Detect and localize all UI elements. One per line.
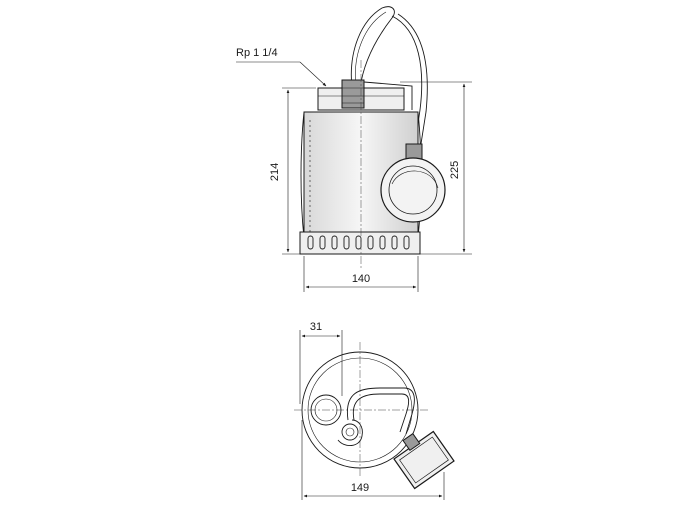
dim-225-label: 225 <box>449 161 461 179</box>
strainer-base <box>299 231 421 255</box>
thread-label: Rp 1 1/4 <box>236 47 278 59</box>
dim-214-label: 214 <box>269 163 281 181</box>
dim-149-label: 149 <box>351 482 369 494</box>
float-switch <box>380 157 446 223</box>
side-view: Rp 1 1/4 214 225 140 <box>236 6 472 292</box>
outlet-circle <box>310 394 342 426</box>
dim-31-label: 31 <box>310 321 322 333</box>
strainer-slots <box>307 235 410 250</box>
dim-140-label: 140 <box>352 273 370 285</box>
power-cable <box>350 6 395 89</box>
handle-loop <box>346 387 415 435</box>
top-view: 31 149 <box>294 321 455 500</box>
float-switch-top <box>393 430 455 490</box>
